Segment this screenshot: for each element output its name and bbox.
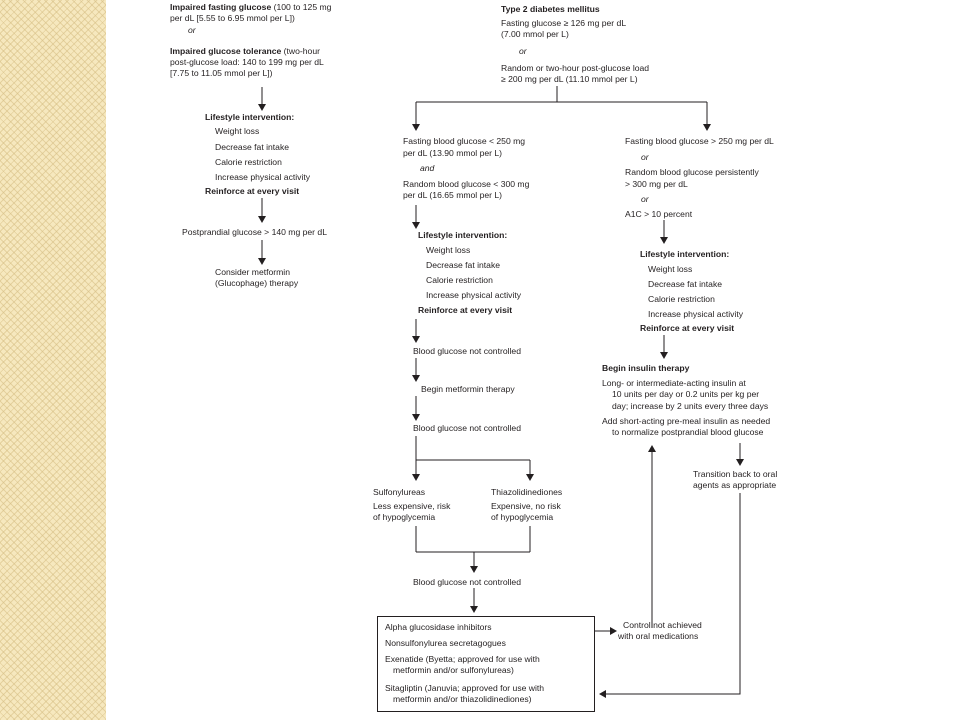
lifestyle-item: Weight loss: [215, 126, 260, 136]
postprandial-glucose: Postprandial glucose > 140 mg per dL: [182, 227, 327, 237]
fasting-blood-glucose-gt-250: Fasting blood glucose > 250 mg per dL: [625, 136, 774, 146]
agent-sitagliptin: Sitagliptin (Januvia; approved for use w…: [385, 683, 545, 693]
insulin-instruction: 10 units per day or 0.2 units per kg per: [612, 389, 760, 399]
agent-nonsulfonylurea: Nonsulfonylurea secretagogues: [385, 638, 506, 648]
lifestyle-item: Weight loss: [648, 264, 693, 274]
reinforce-text: Reinforce at every visit: [205, 186, 300, 196]
fasting-blood-glucose-mmol: per dL (13.90 mmol per L): [403, 148, 503, 158]
insulin-instruction: to normalize postprandial blood glucose: [612, 427, 764, 437]
sulfonylureas-risk: of hypoglycemia: [373, 512, 436, 522]
fasting-blood-glucose-lt-250: Fasting blood glucose < 250 mg: [403, 136, 526, 146]
lifestyle-item: Increase physical activity: [648, 309, 744, 319]
lifestyle-item: Decrease fat intake: [648, 279, 723, 289]
insulin-instruction: Long- or intermediate-acting insulin at: [602, 378, 746, 388]
consider-metformin: Consider metformin: [215, 267, 290, 277]
lifestyle-intervention-title: Lifestyle intervention:: [640, 249, 730, 259]
lifestyle-item: Calorie restriction: [215, 157, 282, 167]
random-blood-glucose-lt-300: Random blood glucose < 300 mg: [403, 179, 530, 189]
random-blood-glucose-persistent: Random blood glucose persistently: [625, 167, 759, 177]
arrow-transition-to-box: [599, 493, 741, 698]
type-2-diabetes-title: Type 2 diabetes mellitus: [501, 4, 600, 14]
or-connector: or: [641, 194, 649, 204]
lifestyle-intervention-title: Lifestyle intervention:: [418, 230, 508, 240]
and-connector: and: [420, 163, 435, 173]
agent-exenatide-note: metformin and/or sulfonylureas): [393, 665, 514, 675]
fasting-glucose-mmol: (7.00 mmol per L): [501, 29, 569, 39]
thiazolidinediones-title: Thiazolidinediones: [491, 487, 563, 497]
consider-metformin-brand: (Glucophage) therapy: [215, 278, 299, 288]
control-not-achieved: Control not achieved: [623, 620, 702, 630]
or-connector: or: [641, 152, 649, 162]
blood-glucose-not-controlled: Blood glucose not controlled: [413, 577, 521, 587]
impaired-fasting-glucose: Impaired fasting glucose (100 to 125 mg: [170, 2, 332, 12]
reinforce-text: Reinforce at every visit: [640, 323, 735, 333]
or-connector: or: [188, 25, 196, 35]
impaired-glucose-tolerance-load: post-glucose load: 140 to 199 mg per dL: [170, 57, 324, 67]
fasting-glucose-criterion: Fasting glucose ≥ 126 mg per dL: [501, 18, 627, 28]
random-glucose-criterion: Random or two-hour post-glucose load: [501, 63, 650, 73]
thiazolidinediones-cost: Expensive, no risk: [491, 501, 561, 511]
sulfonylureas-title: Sulfonylureas: [373, 487, 426, 497]
agent-exenatide: Exenatide (Byetta; approved for use with: [385, 654, 540, 664]
lifestyle-item: Increase physical activity: [215, 172, 311, 182]
lifestyle-item: Calorie restriction: [426, 275, 493, 285]
additional-agents-box: [377, 616, 595, 712]
insulin-instruction: Add short-acting pre-meal insulin as nee…: [602, 416, 771, 426]
lifestyle-item: Decrease fat intake: [426, 260, 501, 270]
impaired-glucose-tolerance: Impaired glucose tolerance (two-hour: [170, 46, 320, 56]
lifestyle-intervention-title: Lifestyle intervention:: [205, 112, 295, 122]
reinforce-text: Reinforce at every visit: [418, 305, 513, 315]
lifestyle-item: Decrease fat intake: [215, 142, 290, 152]
begin-metformin-therapy: Begin metformin therapy: [421, 384, 515, 394]
blood-glucose-not-controlled: Blood glucose not controlled: [413, 423, 521, 433]
transition-back-to-oral: Transition back to oral: [693, 469, 778, 479]
decorative-side-strip: [0, 0, 106, 720]
lifestyle-item: Increase physical activity: [426, 290, 522, 300]
thiazolidinediones-risk: of hypoglycemia: [491, 512, 554, 522]
random-glucose-threshold: ≥ 200 mg per dL (11.10 mmol per L): [501, 74, 638, 84]
random-blood-glucose-mmol: per dL (16.65 mmol per L): [403, 190, 503, 200]
blood-glucose-not-controlled: Blood glucose not controlled: [413, 346, 521, 356]
agent-sitagliptin-note: metformin and/or thiazolidinediones): [393, 694, 532, 704]
insulin-instruction: day; increase by 2 units every three day…: [612, 401, 769, 411]
agent-alpha-glucosidase: Alpha glucosidase inhibitors: [385, 622, 492, 632]
random-blood-glucose-gt-300: > 300 mg per dL: [625, 179, 688, 189]
impaired-glucose-tolerance-range: [7.75 to 11.05 mmol per L]): [170, 68, 273, 78]
impaired-fasting-glucose-range: per dL [5.55 to 6.95 mmol per L]): [170, 13, 295, 23]
a1c-criterion: A1C > 10 percent: [625, 209, 693, 219]
or-connector: or: [519, 46, 527, 56]
control-not-achieved-oral: with oral medications: [618, 631, 699, 641]
begin-insulin-therapy: Begin insulin therapy: [602, 363, 690, 373]
lifestyle-item: Calorie restriction: [648, 294, 715, 304]
transition-as-appropriate: agents as appropriate: [693, 480, 777, 490]
sulfonylureas-cost: Less expensive, risk: [373, 501, 451, 511]
lifestyle-item: Weight loss: [426, 245, 471, 255]
